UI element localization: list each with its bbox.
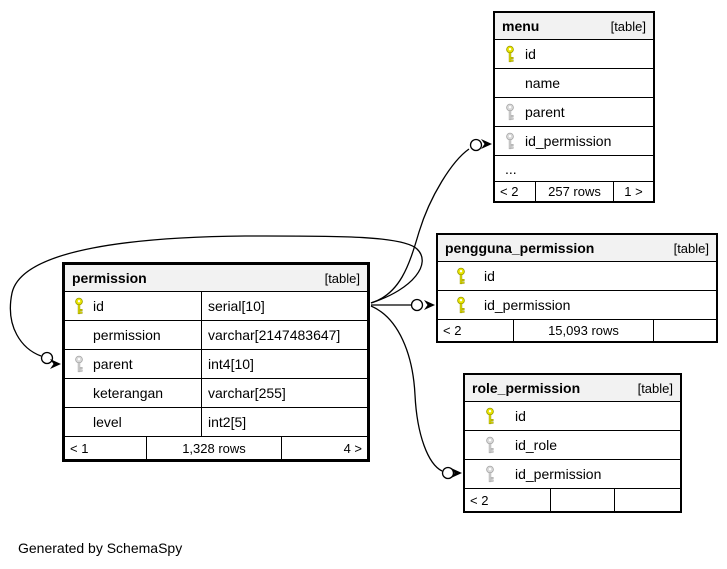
column-row: id_permission — [495, 127, 653, 156]
column-row: id serial[10] — [65, 292, 367, 321]
table-name[interactable]: role_permission — [472, 380, 581, 396]
children-count: < 2 — [443, 323, 462, 338]
children-count: < 2 — [500, 184, 519, 199]
column-type: int2[5] — [201, 408, 367, 436]
column-row: name — [495, 69, 653, 98]
zero-one-circle-icon — [441, 466, 455, 480]
column-row: id — [438, 262, 716, 291]
table-permission-header: permission [table] — [65, 265, 367, 292]
table-role-permission-header: role_permission [table] — [465, 375, 680, 402]
table-pengguna-permission-header: pengguna_permission [table] — [438, 235, 716, 262]
arrowhead-icon — [481, 139, 492, 149]
generator-note: Generated by SchemaSpy — [18, 540, 183, 556]
column-row: id — [495, 40, 653, 69]
column-name: permission — [93, 327, 161, 343]
table-menu[interactable]: menu [table] id name parent id_permissio… — [493, 11, 655, 203]
primary-key-icon — [495, 45, 525, 63]
column-name: id_role — [515, 437, 558, 453]
column-name: id_permission — [484, 297, 571, 313]
foreign-key-icon — [465, 436, 515, 454]
row-count: 257 rows — [535, 182, 613, 201]
ellipsis-label: ... — [505, 160, 517, 177]
foreign-key-icon — [495, 103, 525, 121]
primary-key-icon — [65, 297, 93, 315]
column-row: parent int4[10] — [65, 350, 367, 379]
column-type: varchar[255] — [201, 379, 367, 407]
primary-key-icon — [438, 296, 484, 314]
table-permission[interactable]: permission [table] id serial[10] permiss… — [62, 262, 370, 462]
column-name: parent — [525, 104, 565, 120]
column-name: name — [525, 75, 561, 91]
relationship-line-permission-role — [370, 305, 443, 472]
foreign-key-icon — [65, 355, 93, 373]
parents-count: 1 > — [613, 182, 653, 201]
column-name: id — [515, 408, 526, 424]
column-name: level — [93, 414, 122, 430]
row-count: 1,328 rows — [146, 437, 281, 459]
table-role-permission[interactable]: role_permission [table] id id_role id_pe… — [463, 373, 682, 513]
column-row: permission varchar[2147483647] — [65, 321, 367, 350]
arrowhead-icon — [50, 359, 61, 369]
column-name: id — [525, 46, 536, 62]
parents-count — [653, 320, 716, 341]
column-row: id — [465, 402, 680, 431]
column-name: id_permission — [515, 466, 602, 482]
table-menu-header: menu [table] — [495, 13, 653, 40]
column-row: parent — [495, 98, 653, 127]
table-stats: < 2 15,093 rows — [438, 320, 716, 341]
table-name[interactable]: pengguna_permission — [445, 240, 595, 256]
column-name: id_permission — [525, 133, 612, 149]
primary-key-icon — [438, 267, 484, 285]
column-row: keterangan varchar[255] — [65, 379, 367, 408]
zero-one-circle-icon — [410, 298, 424, 312]
foreign-key-icon — [465, 465, 515, 483]
table-stats: < 1 1,328 rows 4 > — [65, 437, 367, 459]
column-row: id_role — [465, 431, 680, 460]
children-count: < 2 — [470, 492, 489, 508]
table-name[interactable]: permission — [72, 270, 147, 286]
column-name: id — [93, 298, 104, 314]
zero-one-circle-icon — [469, 138, 483, 152]
column-name: parent — [93, 356, 133, 372]
parents-count — [614, 489, 680, 511]
column-name: id — [484, 268, 495, 284]
column-row: id_permission — [465, 460, 680, 489]
column-name: keterangan — [93, 385, 164, 401]
column-type: int4[10] — [201, 350, 367, 378]
more-columns-row: ... — [495, 156, 653, 182]
parents-count: 4 > — [281, 437, 367, 459]
children-count: < 1 — [70, 440, 89, 456]
table-pengguna-permission[interactable]: pengguna_permission [table] id id_permis… — [436, 233, 718, 343]
table-tag: [table] — [324, 270, 360, 286]
table-stats: < 2 257 rows 1 > — [495, 182, 653, 201]
zero-one-circle-icon — [40, 351, 54, 365]
column-type: varchar[2147483647] — [201, 321, 367, 349]
table-tag: [table] — [673, 240, 709, 256]
primary-key-icon — [465, 407, 515, 425]
foreign-key-icon — [495, 132, 525, 150]
column-type: serial[10] — [201, 292, 367, 320]
table-tag: [table] — [610, 18, 646, 34]
row-count — [550, 489, 614, 511]
table-stats: < 2 — [465, 489, 680, 511]
table-tag: [table] — [637, 380, 673, 396]
column-row: id_permission — [438, 291, 716, 320]
row-count: 15,093 rows — [513, 320, 653, 341]
table-name[interactable]: menu — [502, 18, 540, 34]
arrowhead-icon — [424, 300, 435, 310]
arrowhead-icon — [451, 468, 462, 478]
column-row: level int2[5] — [65, 408, 367, 437]
